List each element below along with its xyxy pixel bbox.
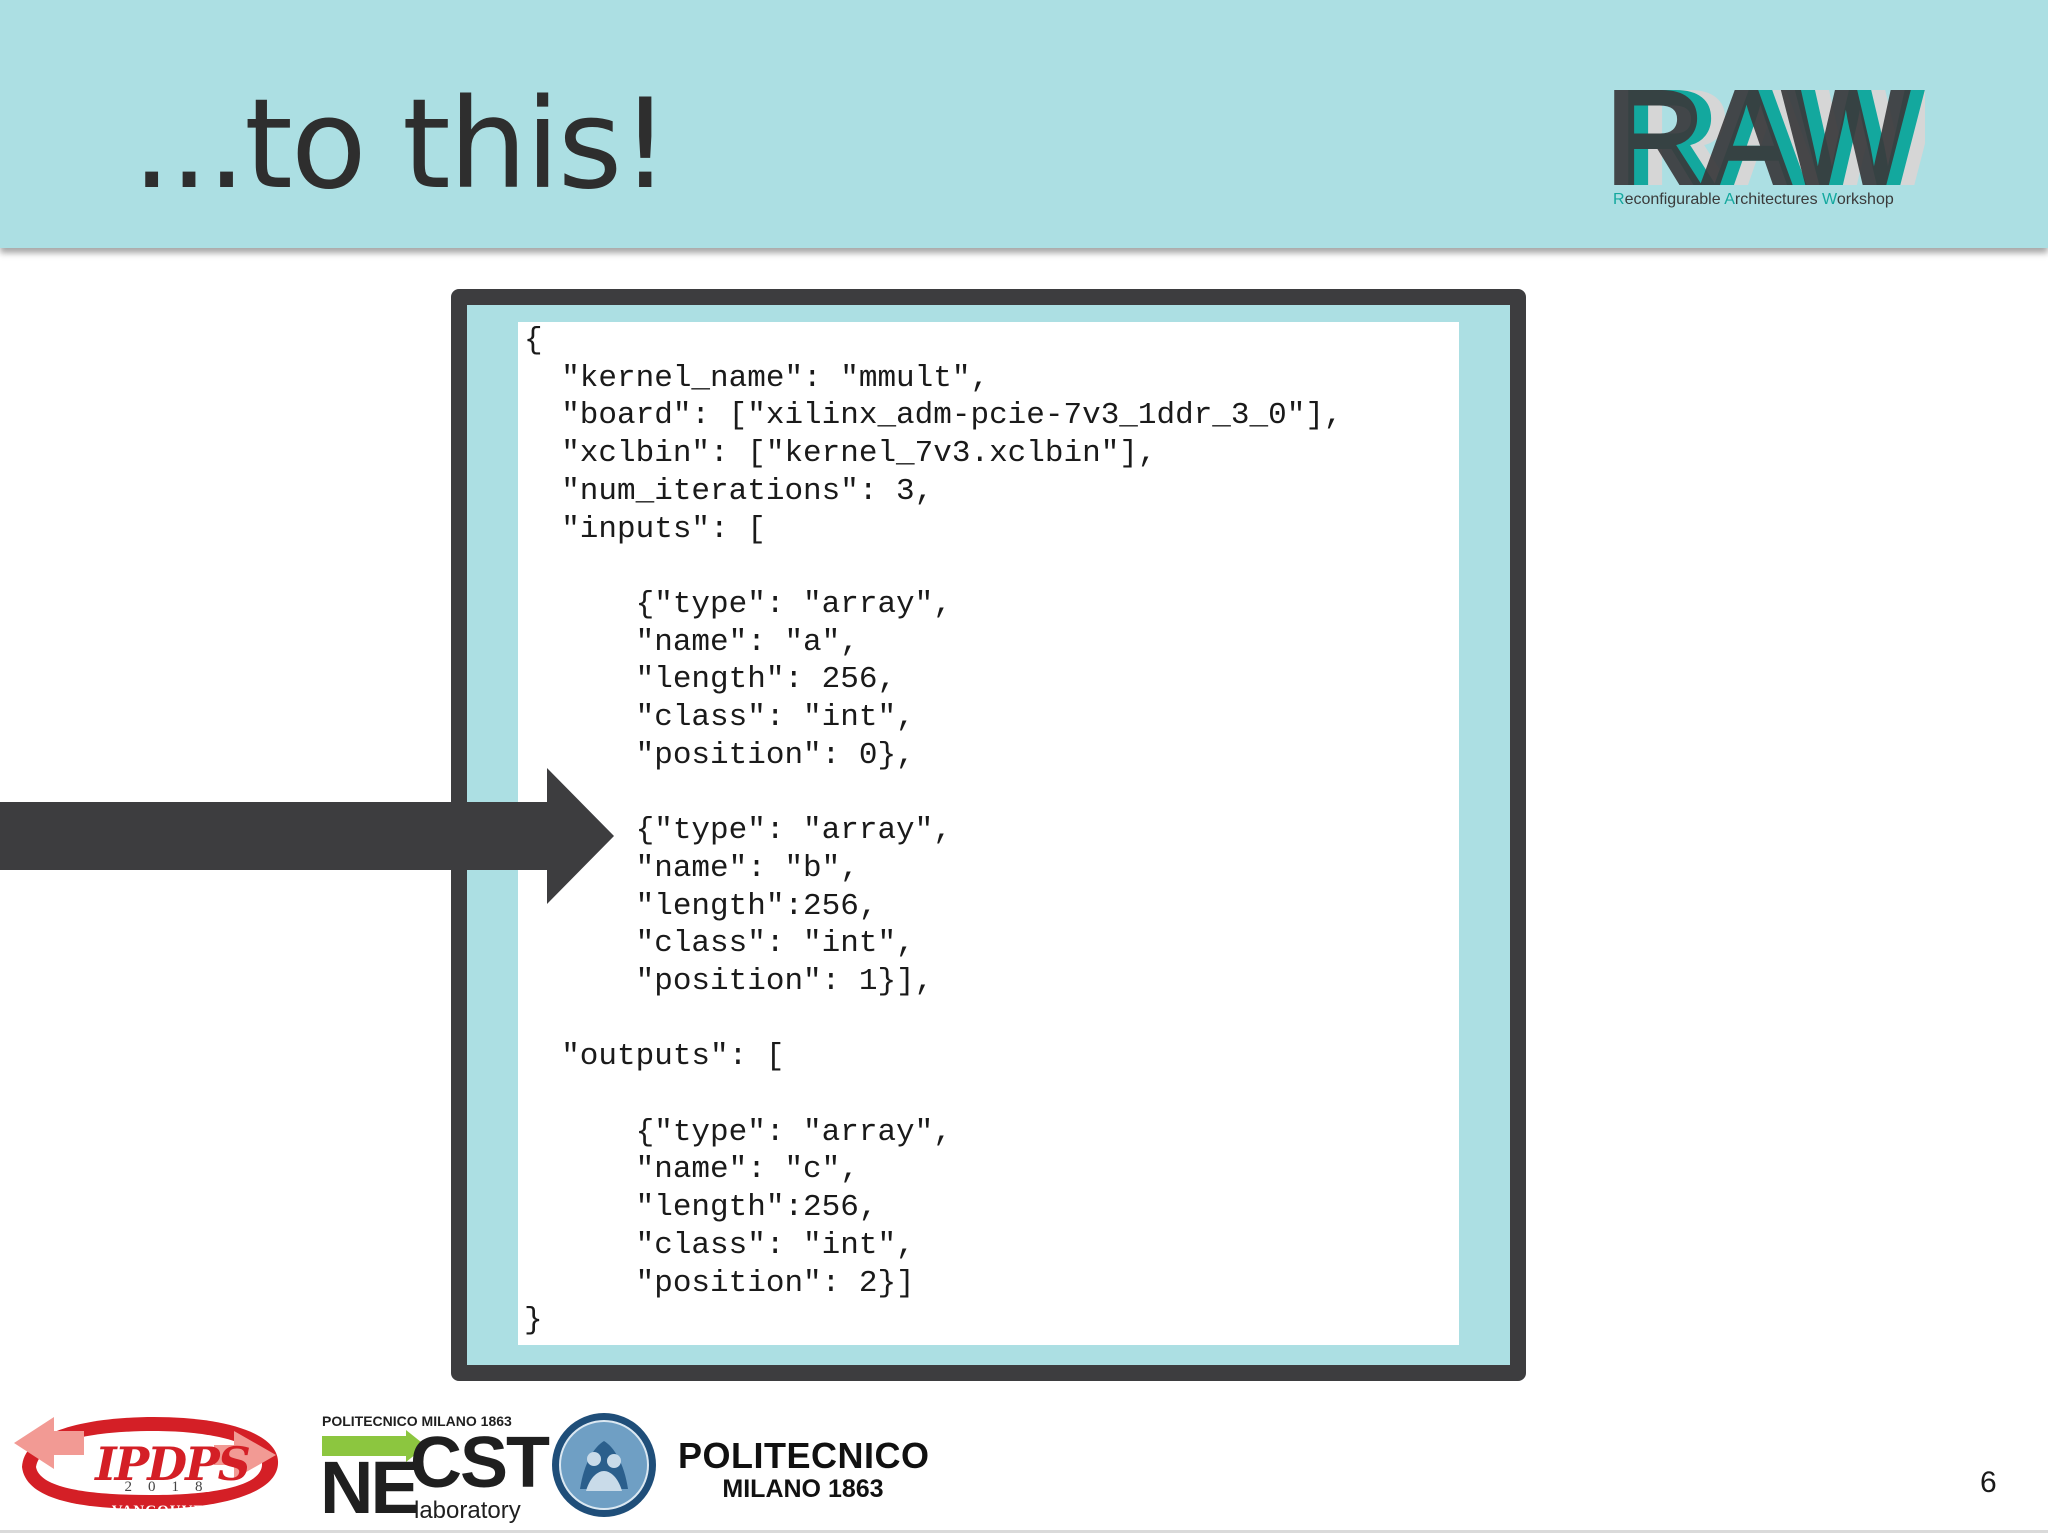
slide-number: 6 [1980, 1466, 1997, 1499]
raw-tagline: Reconfigurable Architectures Workshop [1613, 191, 1894, 208]
code-line: "length":256, [524, 1190, 878, 1226]
necst-cst: CST [410, 1423, 550, 1503]
code-line: "class": "int", [524, 700, 915, 736]
code-line: "xclbin": ["kernel_7v3.xclbin"], [524, 436, 1157, 472]
necst-top-label: POLITECNICO MILANO 1863 [322, 1413, 512, 1429]
code-line: "length": 256, [524, 662, 897, 698]
code-line: "name": "b", [524, 850, 859, 886]
code-line: {"type": "array", [524, 813, 952, 849]
polimi-name: POLITECNICO [678, 1435, 930, 1476]
code-line: { [524, 323, 543, 358]
code-line: "outputs": [ [524, 1039, 785, 1075]
code-line: "num_iterations": 3, [524, 473, 934, 509]
necst-green-bar [322, 1436, 406, 1456]
ipdps-name: IPDPS [95, 1437, 251, 1491]
code-line: "name": "a", [524, 624, 859, 660]
code-line: "name": "c", [524, 1152, 859, 1188]
code-line: "class": "int", [524, 1227, 915, 1263]
ipdps-logo: IPDPS 2018 VANCOUVER [14, 1409, 284, 1519]
ipdps-swoosh-icon [14, 1417, 279, 1509]
necst-logo: POLITECNICO MILANO 1863 NE CST laborator… [320, 1413, 550, 1529]
json-code-block: { "kernel_name": "mmult", "board": ["xil… [524, 322, 1343, 1340]
code-line: {"type": "array", [524, 1114, 952, 1150]
code-line: "kernel_name": "mmult", [524, 360, 990, 396]
code-line: "inputs": [ [524, 511, 766, 547]
bottom-divider [0, 1530, 2048, 1533]
necst-arrow-icon [406, 1430, 426, 1462]
slide-header: ...to this! RAW RAW RAW Reconfigurable A… [0, 0, 2048, 248]
code-line: {"type": "array", [524, 586, 952, 622]
ipdps-city: VANCOUVER [111, 1503, 217, 1519]
slide-title: ...to this! [132, 73, 670, 217]
raw-logo-teal: RAW [1619, 78, 1925, 193]
polimi-wordmark: POLITECNICO MILANO 1863 [678, 1435, 930, 1504]
footer-logos: IPDPS 2018 VANCOUVER POLITECNICO MILANO … [0, 1395, 1000, 1535]
raw-logo-letters: RAW RAW RAW [1605, 78, 1925, 193]
code-line: "class": "int", [524, 926, 915, 962]
code-line: "length":256, [524, 888, 878, 924]
polimi-seal-icon [552, 1413, 656, 1517]
raw-logo-shadow: RAW [1633, 78, 1925, 193]
code-line: "position": 2}] [524, 1265, 915, 1301]
code-line: } [524, 1303, 543, 1339]
necst-lab: laboratory [414, 1497, 521, 1524]
raw-logo: RAW RAW RAW Reconfigurable Architectures… [1605, 78, 1925, 218]
ipdps-year: 2018 [124, 1479, 219, 1495]
code-line: "board": ["xilinx_adm-pcie-7v3_1ddr_3_0"… [524, 398, 1343, 434]
polimi-sub: MILANO 1863 [722, 1475, 884, 1503]
necst-ne: NE [320, 1446, 420, 1529]
right-arrow-icon [0, 768, 614, 904]
code-line: "position": 1}], [524, 963, 934, 999]
code-panel: { "kernel_name": "mmult", "board": ["xil… [518, 322, 1459, 1345]
code-line: "position": 0}, [524, 737, 915, 773]
raw-logo-front: RAW [1605, 78, 1912, 193]
